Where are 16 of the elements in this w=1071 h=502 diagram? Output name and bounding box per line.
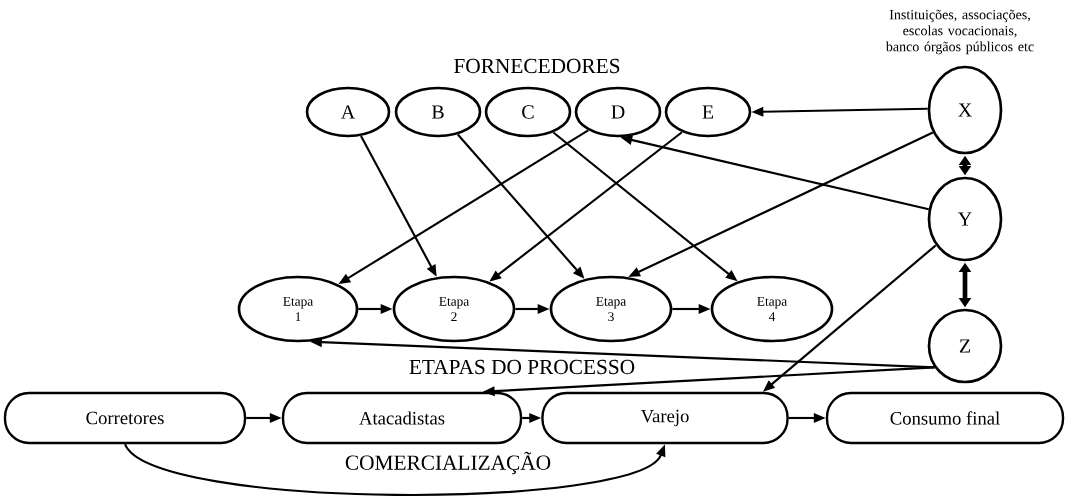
section-label: COMERCIALIZAÇÃO (345, 451, 551, 475)
arrow (124, 443, 666, 496)
section-label: ETAPAS DO PROCESSO (409, 359, 635, 375)
circle-node: E (664, 86, 752, 138)
rounded-box: Varejo (541, 391, 789, 445)
circle-node: X (927, 65, 1003, 155)
circle-node: Y (927, 176, 1003, 262)
circle-node: Z (927, 308, 1003, 384)
rounded-box: Corretores (3, 391, 247, 445)
rounded-box: Consumo final (825, 391, 1065, 445)
circle-node: C (484, 86, 572, 138)
section-label: FORNECEDORES (454, 58, 620, 74)
circle-node: A (305, 86, 391, 138)
circle-node: B (394, 86, 482, 138)
rounded-box: Atacadistas (281, 391, 523, 445)
circle-node: D (574, 86, 662, 138)
